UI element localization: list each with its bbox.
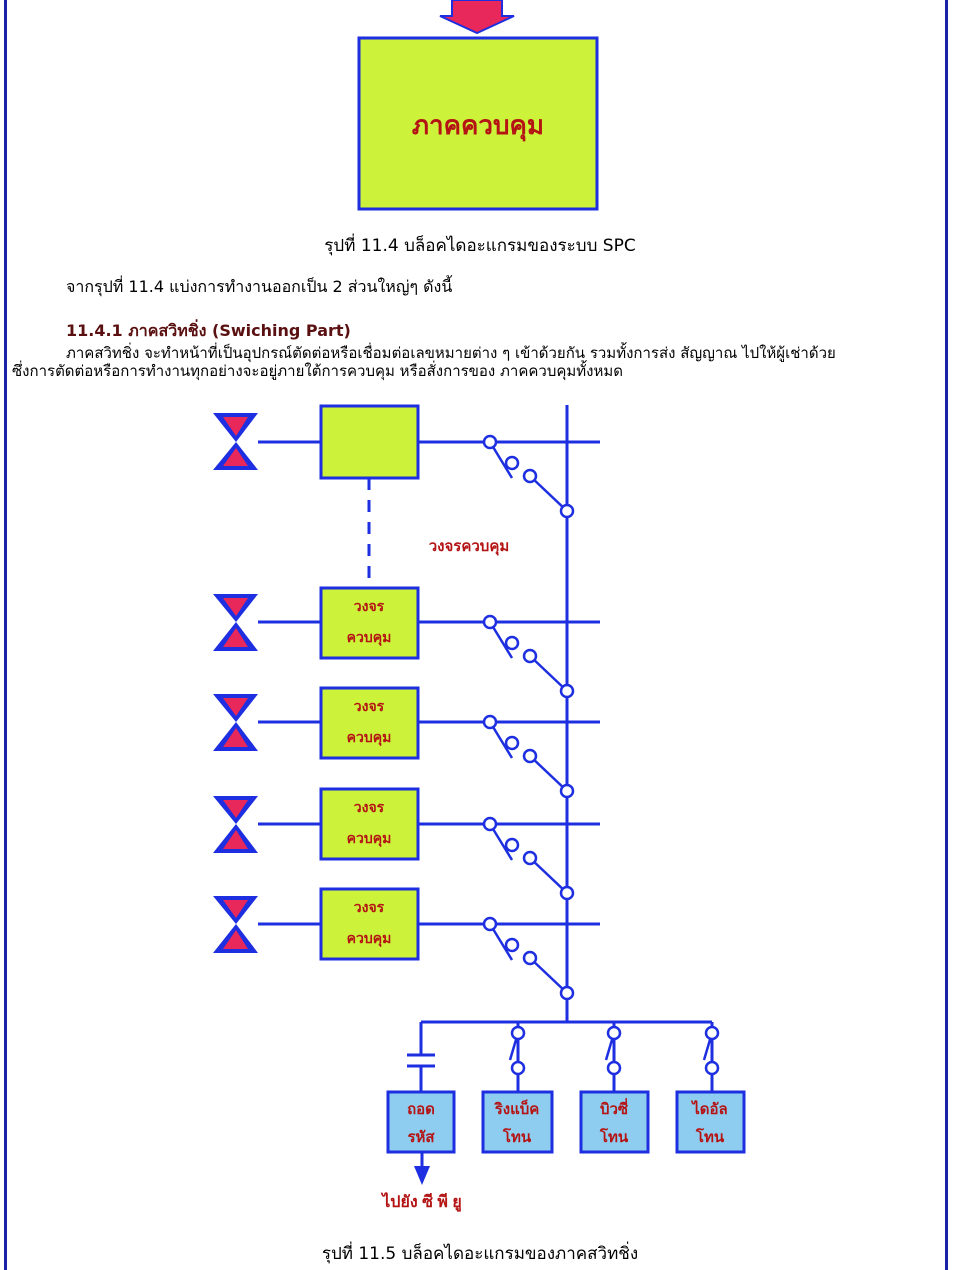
control-block-2-line2: ควบคุม [347, 729, 392, 746]
control-section-block [357, 36, 599, 211]
down-arrow-icon [439, 0, 515, 35]
control-section-label: ภาคควบคุม [412, 110, 544, 142]
tone-box-dial-line2: โทน [695, 1127, 725, 1146]
switch-set-3 [482, 816, 575, 901]
tone-switch-1 [508, 1025, 526, 1076]
tone-switch-2 [604, 1025, 622, 1076]
section-body-line2: ซึ่งการตัดต่อหรือการทำงานทุกอย่างจะอยู่ภ… [12, 362, 624, 380]
tone-box-decode [386, 1090, 456, 1154]
control-block-top [319, 404, 420, 480]
control-block-3-line1: วงจร [354, 799, 385, 815]
subscriber-hourglass-3-icon [213, 796, 258, 853]
output-label: ไปยัง ซี พี ยู [380, 1192, 462, 1213]
control-block-2-line1: วงจร [354, 698, 385, 714]
subscriber-hourglass-2-icon [213, 694, 258, 751]
control-block-3-line2: ควบคุม [347, 830, 392, 847]
control-block-4 [319, 887, 420, 961]
control-block-4-line2: ควบคุม [347, 930, 392, 947]
page-frame [4, 0, 948, 1270]
tone-box-busy-line1: บิวซี่ [600, 1098, 628, 1118]
control-block-1-line2: ควบคุม [347, 629, 392, 646]
tone-box-busy-line2: โทน [599, 1127, 629, 1146]
figure-11-4: ภาคควบคุม [357, 0, 599, 211]
control-block-1-line1: วงจร [354, 598, 385, 614]
tone-box-decode-line1: ถอด [407, 1101, 435, 1118]
tone-box-dial-line1: ไดอัล [690, 1099, 728, 1118]
tone-box-ringback-line2: โทน [502, 1127, 532, 1146]
figure-11-4-caption: รุปที่ 11.4 บล็อคไดอะแกรมของระบบ SPC [324, 236, 636, 256]
tone-box-ringback-line1: ริงแบ็ค [494, 1099, 540, 1118]
figure-11-5-caption: รุปที่ 11.5 บล็อคไดอะแกรมของภาคสวิทชิ่ง [321, 1244, 639, 1264]
control-block-2 [319, 686, 420, 760]
subscriber-hourglass-4-icon [213, 896, 258, 953]
tone-switch-3 [702, 1025, 720, 1076]
output-arrow-icon [414, 1166, 430, 1185]
section-body-line1: ภาคสวิทชิ่ง จะทำหน้าที่เป็นอุปกรณ์ตัดต่อ… [66, 344, 836, 362]
subscriber-hourglass-0-icon [213, 413, 258, 470]
subscriber-hourglass-1-icon [213, 594, 258, 651]
switch-set-4 [482, 916, 575, 1001]
tone-box-dial [675, 1090, 746, 1154]
figure-11-5: วงจร ควบคุม วงจร ควบคุม วงจร ควบคุม วงจร… [213, 404, 746, 1213]
switch-set-2 [482, 714, 575, 799]
switch-set-0 [482, 434, 575, 519]
control-block-4-line1: วงจร [354, 899, 385, 915]
tone-box-busy [579, 1090, 650, 1154]
tone-box-decode-line2: รหัส [407, 1129, 435, 1146]
switch-set-1 [482, 614, 575, 699]
control-block-1 [319, 586, 420, 660]
tone-box-ringback [481, 1090, 554, 1154]
capacitor-icon [407, 1053, 435, 1068]
section-heading: 11.4.1 ภาคสวิทชิ่ง (Swiching Part) [66, 321, 351, 340]
control-block-3 [319, 787, 420, 861]
control-circuit-label: วงจรควบคุม [429, 538, 510, 556]
intro-paragraph: จากรุปที่ 11.4 แบ่งการทำงานออกเป็น 2 ส่ว… [66, 277, 453, 296]
